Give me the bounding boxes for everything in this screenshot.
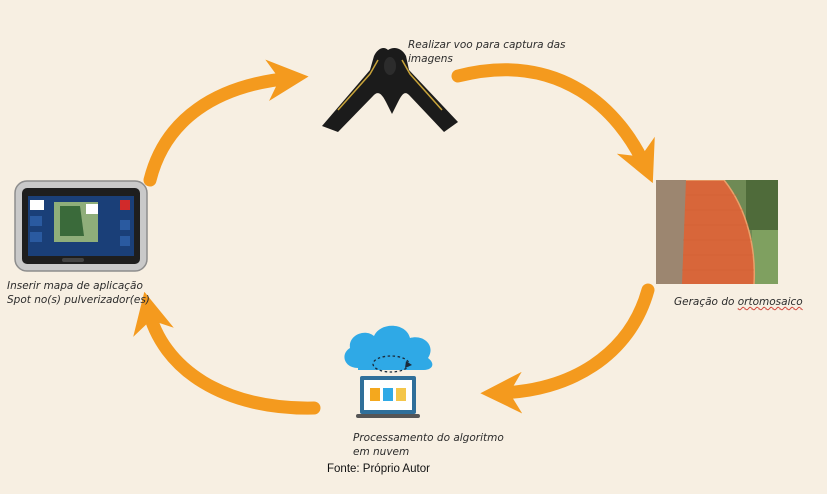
arrow-drone-to-ortho	[451, 63, 655, 184]
source-caption: Fonte: Próprio Autor	[327, 463, 430, 475]
drone-icon	[322, 48, 458, 132]
cloud-label-line1: Processamento do algoritmo	[353, 432, 504, 444]
arrow-cloud-to-tablet	[133, 291, 321, 415]
orthomosaic-image	[656, 180, 778, 284]
tablet-label-line1: Inserir mapa de aplicação	[7, 280, 143, 292]
flight-label-line2: imagens	[408, 53, 453, 65]
flight-label-line1: Realizar voo para captura das	[408, 39, 566, 51]
tablet-step-label: Inserir mapa de aplicação Spot no(s) pul…	[7, 279, 150, 307]
arrow-ortho-to-cloud	[480, 283, 655, 414]
ortho-label-term: ortomosaico	[737, 296, 803, 308]
cloud-label-line2: em nuvem	[353, 446, 410, 458]
tablet-display-icon	[14, 180, 148, 272]
ortho-label-prefix: Geração do	[674, 296, 738, 308]
arrow-tablet-to-drone	[143, 59, 309, 187]
ortho-step-label: Geração do ortomosaico	[674, 295, 803, 309]
tablet-label-line2: Spot no(s) pulverizador(es)	[7, 294, 150, 306]
cloud-step-label: Processamento do algoritmo em nuvem	[353, 431, 504, 459]
flight-step-label: Realizar voo para captura das imagens	[408, 38, 566, 66]
cloud-laptop-icon	[344, 325, 433, 418]
